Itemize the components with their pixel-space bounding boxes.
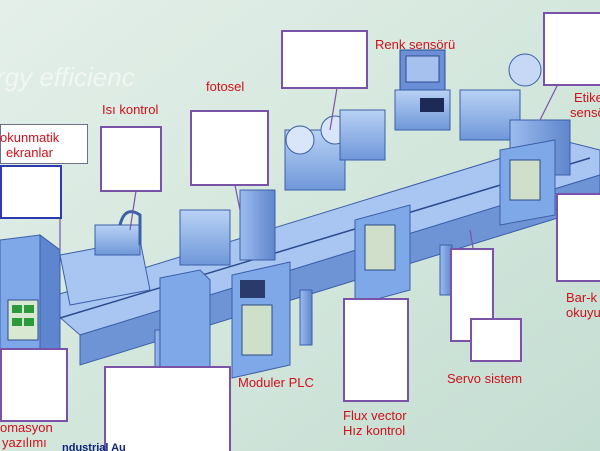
label-etiket-2: sensö xyxy=(570,105,600,120)
label-dokunmatik-2: ekranlar xyxy=(6,145,53,160)
label-dokunmatik-1: okunmatik xyxy=(0,130,60,145)
flux-vector-frame xyxy=(343,298,409,402)
left-control-cabinet xyxy=(0,234,61,386)
barcode-reader-frame xyxy=(556,193,600,282)
label-otomasyon-1: omasyon xyxy=(0,420,53,435)
dokunmatik-label-frame xyxy=(0,124,88,164)
label-isi-kontrol: Isı kontrol xyxy=(102,102,159,117)
etiket-sensor-frame xyxy=(543,12,600,86)
servo-motor-frame xyxy=(470,318,522,362)
background-text: rgy efficienc xyxy=(0,62,135,92)
label-moduler-plc: Moduler PLC xyxy=(238,375,314,390)
label-fotosel: fotosel xyxy=(206,79,245,94)
label-otomasyon-2: yazılımı xyxy=(2,435,47,450)
label-bar-1: Bar-k xyxy=(566,290,598,305)
label-flux-1: Flux vector xyxy=(343,408,407,423)
fotosel-frame xyxy=(190,110,269,186)
otomasyon-frame xyxy=(0,348,68,422)
label-servo: Servo sistem xyxy=(447,371,523,386)
moduler-plc-frame xyxy=(104,366,231,451)
label-bottom-cut: ndustrial Au xyxy=(62,442,126,451)
label-renk-sensoru: Renk sensörü xyxy=(375,37,456,52)
label-etiket-1: Etike xyxy=(574,90,600,105)
isi-kontrol-frame xyxy=(100,126,162,192)
renk-sensor-frame xyxy=(281,30,368,89)
label-flux-2: Hız kontrol xyxy=(343,423,406,438)
touch-screen-frame xyxy=(0,165,62,219)
label-bar-2: okuyu xyxy=(566,305,600,320)
